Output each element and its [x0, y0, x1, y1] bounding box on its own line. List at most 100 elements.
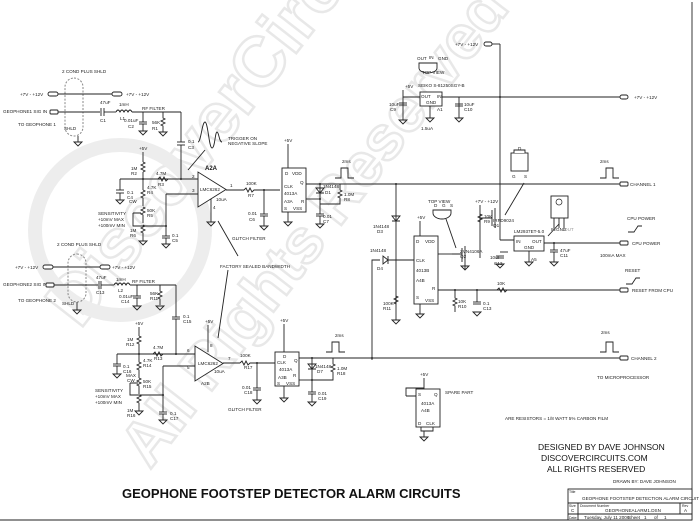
- label-power-zvn_pins-1: G: [442, 203, 446, 208]
- label-channel2-c18-0: 0.01: [242, 385, 251, 390]
- label-channel1-c5-0: 0.1: [172, 233, 179, 238]
- label-channel2-c16-0: 0.1: [123, 364, 130, 369]
- label-power-d3-1: D3: [377, 229, 383, 234]
- label-power-a1: A1: [437, 107, 443, 112]
- title-block: Title GEOPHONE FOOTSTEP DETECTION ALARM …: [567, 488, 699, 521]
- rights-text: ALL RIGHTS RESERVED: [547, 464, 645, 474]
- label-channel2-ff-name: A3B: [278, 375, 287, 380]
- label-channel1-c2-0: 0.01uF: [124, 118, 138, 123]
- label-channel1-opamp-current: 10uA: [216, 197, 228, 202]
- label-power-ldo_tab-0: IN: [551, 227, 556, 232]
- label-channel1-ff-vss: VSS: [293, 206, 302, 211]
- label-channel2-vcc: +5V: [205, 319, 214, 324]
- label-power-fet_pins-1: G: [512, 174, 516, 179]
- label-channel1-l1-1: L1: [120, 116, 126, 121]
- label-power-ff-vdd: VDD: [425, 239, 435, 244]
- label-power-reg: SEIKO S-81250SGY-B: [418, 83, 465, 88]
- label-channel2-c15-0: 0.1: [183, 314, 190, 319]
- label-channel2-supply_in: +7V - +12V: [15, 265, 39, 270]
- label-channel2-cable: 2 COND PLUS SHLD: [57, 242, 102, 247]
- label-channel2-r15-0: 50K: [143, 379, 152, 384]
- label-power-supply: +7V - +12V: [455, 42, 479, 47]
- label-channel2-out: CHANNEL 2: [631, 356, 657, 361]
- label-power-cpu_power_out: CPU POWER: [632, 241, 661, 246]
- label-channel2-sig_in: GEOPHONE2 SIG IN: [3, 282, 47, 287]
- label-title_block-doc: GEOPHONEALARM1.DSN: [605, 508, 661, 513]
- label-channel1-c7-0: 0.01: [323, 214, 332, 219]
- label-channel2-c19-1: C19: [318, 396, 327, 401]
- label-spare-s: S: [418, 392, 421, 397]
- label-channel1-supply_out: +7V - +12V: [126, 92, 150, 97]
- label-channel2-vcc: +5V: [135, 321, 144, 326]
- label-channel2-opamp-name: A2B: [201, 381, 210, 386]
- label-channel2-max: MAX: [126, 373, 136, 378]
- label-power-zvn_pins-2: S: [450, 203, 453, 208]
- label-power-c12-0: 10uF: [490, 255, 501, 260]
- label-power-c13-0: 0.1: [483, 301, 490, 306]
- label-channel1-opamp-pins-2: 1: [230, 183, 233, 188]
- label-channel1-ff-clk: CLK: [284, 184, 294, 189]
- label-channel2-r16-0: 1M: [127, 408, 134, 413]
- label-channel1-r8-0: 1.0M: [344, 192, 354, 197]
- label-power-reset: RESET: [625, 268, 641, 273]
- label-channel1-sig_in: GEOPHONE1 SIG IN: [3, 109, 47, 114]
- label-channel1-r5-0: 50K: [147, 208, 156, 213]
- label-channel2-rf: RF FILTER: [132, 279, 156, 284]
- label-title_block-rev: A: [684, 508, 688, 513]
- label-power-r11-0: 100K: [383, 301, 395, 306]
- label-power-ldo_tab-1: GND: [556, 227, 567, 232]
- label-power-a5: A5: [531, 257, 537, 262]
- label-spare-name: A4B: [421, 408, 430, 413]
- label-channel2-r12-0: 1M: [127, 337, 134, 342]
- label-power-reg_pins-1: IN: [437, 94, 442, 99]
- label-channel2-sens-0: SENSITIVITY: [95, 388, 123, 393]
- website: DISCOVERCIRCUITS.COM: [541, 453, 648, 463]
- label-channel2-ff-vss: VSS: [286, 381, 295, 386]
- label-title_block-of: 1: [664, 515, 667, 520]
- label-channel1-r6-1: R6: [130, 233, 136, 238]
- label-channel1-r4-0: 4.7K: [147, 185, 157, 190]
- designed-by: DESIGNED BY DAVE JOHNSON: [538, 442, 665, 452]
- label-power-c11-0: 47uF: [560, 248, 571, 253]
- label-channel1-supply_in: +7V - +12V: [20, 92, 44, 97]
- label-channel1-r6-0: 1M: [130, 228, 137, 233]
- label-channel2-opamp-pins-0: 6: [187, 348, 190, 353]
- label-channel1-l1-0: 1mH: [119, 102, 129, 107]
- label-power-vcc: +5V: [405, 84, 414, 89]
- label-channel2-r17-0: 100K: [240, 353, 252, 358]
- label-channel1-opamp-pins-1: 3: [192, 188, 195, 193]
- label-channel1-d1-1: D1: [325, 190, 331, 195]
- label-channel2-to: TO GEOPHONE 2: [18, 298, 56, 303]
- label-channel2-c14-1: C14: [121, 299, 130, 304]
- page-title: GEOPHONE FOOTSTEP DETECTOR ALARM CIRCUIT…: [122, 486, 461, 501]
- label-channel2-r16-1: R16: [127, 413, 136, 418]
- label-channel2-opamp-pins-1: 5: [187, 365, 190, 370]
- label-channel1-sens-0: SENSITIVITY: [98, 211, 126, 216]
- label-title_block-date: Tuesday, July 11 2006: [584, 515, 630, 520]
- label-channel2-c13-1: C13: [96, 290, 105, 295]
- label-title_block-rev_label: Rev: [682, 504, 688, 508]
- label-channel2-sens-1: +10mV MAX: [95, 394, 121, 399]
- label-channel1-c6-1: C6: [249, 217, 255, 222]
- label-power-reg_pins-0: OUT: [421, 94, 431, 99]
- label-channel1-r2-0: 1M: [131, 166, 138, 171]
- label-channel2-ff-s: S: [277, 381, 280, 386]
- label-power-supply: +7V - +12V: [475, 199, 499, 204]
- label-channel2-sens-2: +100mV MIN: [95, 400, 122, 405]
- label-power-iq: 1.5uA: [421, 126, 434, 131]
- label-power-reg_pins-2: GND: [426, 100, 437, 105]
- label-power-r9-1: R9: [484, 219, 490, 224]
- label-title_block-sheet: 1: [644, 515, 647, 520]
- label-power-ldo_pins-2: GND: [524, 245, 535, 250]
- label-channel1-ff-r: R: [301, 199, 305, 204]
- resistor-note: ARE RESISTORS = 1/8 WATT 5% CARBON FILM: [505, 416, 608, 421]
- label-power-c9-0: 10uF: [389, 102, 400, 107]
- label-power-fet_pins-0: D: [518, 146, 522, 151]
- label-power-vcc: +5V: [417, 215, 426, 220]
- label-channel1-opamp-name: A2A: [205, 166, 218, 172]
- channel-1-input: 2 COND PLUS SHLD +7V - +12V +7V - +12V G…: [3, 69, 267, 179]
